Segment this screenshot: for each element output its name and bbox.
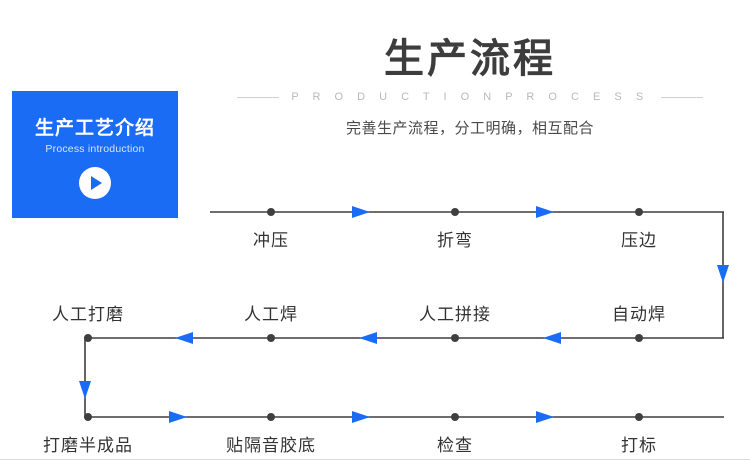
bottom-divider: [0, 459, 750, 460]
play-triangle: [91, 176, 102, 190]
badge-subtitle: Process introduction: [45, 143, 145, 155]
process-intro-badge: 生产工艺介绍 Process introduction: [12, 91, 178, 218]
badge-title: 生产工艺介绍: [34, 118, 155, 139]
flow-arrow-left: [543, 332, 561, 344]
flow-node-dot: [451, 334, 459, 342]
flow-node-dot: [267, 208, 275, 216]
subtitle-rule-right: [660, 96, 703, 98]
flow-arrow-left: [359, 332, 377, 344]
page-title: 生产流程: [384, 36, 556, 82]
flow-label-yabian: 压边: [621, 231, 657, 250]
page-subtitle: P R O D U C T I O N P R O C E S S: [291, 91, 649, 103]
subtitle-rule-left: [237, 96, 280, 98]
flow-arrow-down: [79, 381, 91, 399]
flow-node-dot: [84, 334, 92, 342]
flow-arrow-left: [175, 332, 193, 344]
flow-node-dot: [635, 208, 643, 216]
flow-label-zidonghan: 自动焊: [612, 305, 666, 324]
flow-label-chongya: 冲压: [253, 231, 289, 250]
flow-arrow-right: [169, 411, 187, 423]
flow-arrow-right: [536, 206, 554, 218]
flow-node-dot: [451, 413, 459, 421]
flow-label-rengongdamo: 人工打磨: [52, 305, 124, 324]
flow-arrow-down: [717, 265, 729, 283]
page-subtitle-group: P R O D U C T I O N P R O C E S S: [200, 91, 740, 103]
flow-label-dabiao: 打标: [621, 436, 657, 455]
flow-node-dot: [635, 413, 643, 421]
flow-node-dot: [267, 413, 275, 421]
page-description: 完善生产流程，分工明确，相互配合: [345, 120, 594, 137]
flow-label-tiegeyinjiaodi: 贴隔音胶底: [226, 436, 316, 455]
flow-node-dot: [267, 334, 275, 342]
flow-label-damobanchengpin: 打磨半成品: [43, 436, 133, 455]
flow-label-zhewan: 折弯: [437, 231, 473, 250]
flow-node-dot: [635, 334, 643, 342]
flow-arrow-right: [352, 411, 370, 423]
flow-label-rengongpinjie: 人工拼接: [419, 305, 491, 324]
flow-arrow-right: [352, 206, 370, 218]
play-icon[interactable]: [79, 167, 111, 199]
flow-node-dot: [84, 413, 92, 421]
flow-label-rengonghan: 人工焊: [244, 305, 298, 324]
flow-node-dot: [451, 208, 459, 216]
flow-label-jiancha: 检查: [437, 436, 473, 455]
flow-arrow-right: [536, 411, 554, 423]
